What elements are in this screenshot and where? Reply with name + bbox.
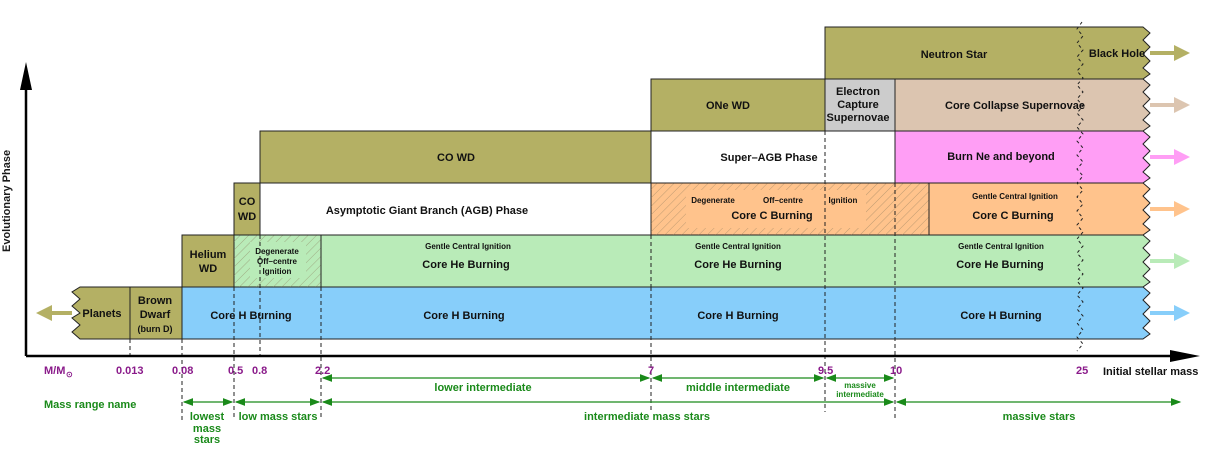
helium-wd-label-2: WD [199, 263, 217, 275]
ec-sn-label-3: Supernovae [827, 112, 890, 124]
range-massive-intermediate-1: massive [844, 381, 876, 390]
arrow-right-icon [1150, 253, 1190, 269]
y-axis-label: Evolutionary Phase [1, 150, 13, 252]
core-h-label: Core H Burning [960, 310, 1041, 322]
super-agb-label: Super–AGB Phase [720, 152, 817, 164]
core-c-label: Core C Burning [972, 210, 1053, 222]
axes [20, 62, 1200, 362]
mass-tick-labels: M/M ⊙ 0.013 0.08 0.5 0.8 2.2 7 9.5 10 25 [44, 365, 1088, 379]
burn-ne-block [894, 130, 1151, 184]
super-agb-block [650, 130, 896, 184]
core-c-burning-block [928, 182, 1151, 236]
block-labels: Planets Brown Dwarf (burn D) Core H Burn… [82, 48, 1145, 334]
row-remnants [824, 26, 1151, 80]
gentle-central-ignition-label: Gentle Central Ignition [425, 242, 511, 251]
brown-dwarf-label-1: Brown [138, 295, 173, 307]
core-he-label: Core He Burning [694, 259, 781, 271]
row-ne-burning [259, 130, 1151, 184]
mass-range-title: Mass range name [44, 399, 136, 411]
range-lower-intermediate: lower intermediate [434, 382, 531, 394]
tick-label: 0.5 [228, 365, 243, 377]
arrow-right-icon [1150, 305, 1190, 321]
black-hole-label: Black Hole [1089, 48, 1145, 60]
neutron-star-label: Neutron Star [921, 49, 988, 61]
helium-wd-label-1: Helium [190, 249, 227, 261]
agb-phase-label: Asymptotic Giant Branch (AGB) Phase [326, 205, 528, 217]
mass-unit-label: M/M [44, 365, 65, 377]
ignition-c-label: Ignition [829, 196, 858, 205]
degenerate-he-label-1: Degenerate [255, 247, 299, 256]
range-intermediate: intermediate mass stars [584, 411, 710, 423]
offcentre-c-label: Off–centre [763, 196, 804, 205]
row-core-c-burning [233, 182, 1151, 236]
co-wd-small-label-1: CO [239, 196, 256, 208]
ec-sn-label-1: Electron [836, 86, 880, 98]
continuation-arrows [36, 45, 1190, 321]
mass-range-labels: Mass range name lower intermediate middl… [44, 381, 1075, 446]
arrow-left-icon [36, 305, 72, 321]
core-h-label: Core H Burning [210, 310, 291, 322]
tick-label: 10 [890, 365, 902, 377]
range-massive-intermediate-2: intermediate [836, 390, 884, 399]
x-axis-arrow-icon [1170, 350, 1200, 362]
core-h-label: Core H Burning [697, 310, 778, 322]
core-c-label: Core C Burning [731, 210, 812, 222]
core-he-burning-block [320, 234, 1151, 288]
arrow-right-icon [1150, 45, 1190, 61]
arrow-right-icon [1150, 97, 1190, 113]
gentle-central-ignition-label: Gentle Central Ignition [695, 242, 781, 251]
one-wd-label: ONe WD [706, 100, 750, 112]
neutron-star-block [824, 26, 1151, 80]
degenerate-he-label-2: Off–centre [257, 257, 298, 266]
svg-text:⊙: ⊙ [66, 370, 73, 379]
core-h-label: Core H Burning [423, 310, 504, 322]
agb-phase-block [259, 182, 652, 236]
brown-dwarf-block [129, 286, 183, 340]
mass-boundary-lines [129, 131, 896, 420]
co-wd-small-block [233, 182, 261, 236]
range-lowest-2: mass [193, 423, 221, 435]
core-he-label: Core He Burning [956, 259, 1043, 271]
range-low: low mass stars [239, 411, 318, 423]
gentle-central-ignition-label: Gentle Central Ignition [972, 192, 1058, 201]
brown-dwarf-label-2: Dwarf [140, 309, 171, 321]
helium-wd-block [181, 234, 235, 288]
tick-label: 0.8 [252, 365, 267, 377]
core-collapse-label: Core Collapse Supernovae [945, 100, 1085, 112]
y-axis-arrow-icon [20, 62, 32, 90]
core-he-label: Core He Burning [422, 259, 509, 271]
mass-range-arrows [182, 374, 1182, 406]
degenerate-c-label: Degenerate [691, 196, 735, 205]
one-wd-block [650, 78, 826, 132]
arrow-right-icon [1150, 149, 1190, 165]
range-lowest-3: stars [194, 434, 220, 446]
range-massive: massive stars [1003, 411, 1076, 423]
tick-label: 0.013 [116, 365, 144, 377]
degenerate-he-label-3: Ignition [263, 267, 292, 276]
range-lowest-1: lowest [190, 411, 225, 423]
co-wd-label: CO WD [437, 152, 475, 164]
x-axis-label: Initial stellar mass [1103, 366, 1198, 378]
tick-label: 7 [648, 365, 654, 377]
row-core-h-burning [71, 286, 1151, 340]
co-wd-block [259, 130, 652, 184]
tick-label: 9.5 [818, 365, 833, 377]
black-hole-boundary [1076, 21, 1084, 352]
ec-sn-label-2: Capture [837, 99, 879, 111]
core-collapse-block [894, 78, 1151, 132]
arrow-right-icon [1150, 201, 1190, 217]
co-wd-small-label-2: WD [238, 211, 256, 223]
row-supernovae [650, 78, 1151, 132]
tick-label: 2.2 [315, 365, 330, 377]
tick-label: 25 [1076, 365, 1088, 377]
gentle-central-ignition-label: Gentle Central Ignition [958, 242, 1044, 251]
row-core-he-burning [181, 234, 1151, 288]
range-middle-intermediate: middle intermediate [686, 382, 790, 394]
planets-label: Planets [82, 308, 121, 320]
tick-label: 0.08 [172, 365, 193, 377]
brown-dwarf-label-3: (burn D) [138, 324, 173, 334]
burn-ne-label: Burn Ne and beyond [947, 151, 1055, 163]
core-h-burning-block [181, 286, 1151, 340]
